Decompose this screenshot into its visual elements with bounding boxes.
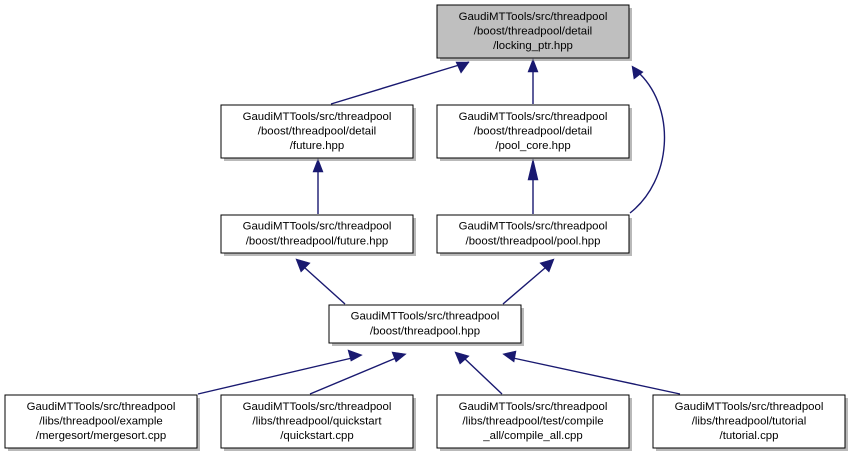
node-label-line: /tutorial.cpp — [720, 430, 779, 442]
edge-future-to-detail_future — [312, 158, 324, 214]
node-label-line: /libs/threadpool/quickstart — [252, 416, 382, 428]
node-label-line: _all/compile_all.cpp — [482, 430, 582, 442]
edge-detail_future-to-locking_ptr — [330, 61, 470, 105]
node-label-line: /quickstart.cpp — [280, 430, 353, 442]
edge-line — [309, 357, 397, 395]
edge-tutorial-to-threadpool — [502, 350, 681, 395]
arrowhead-icon — [631, 65, 644, 80]
node-label-line: GaudiMTTools/src/threadpool — [459, 11, 608, 23]
node-label-line: GaudiMTTools/src/threadpool — [243, 221, 392, 233]
node-box[interactable] — [4, 394, 198, 449]
arrowhead-icon — [391, 351, 407, 363]
arrowhead-icon — [455, 61, 470, 74]
node-label-line: GaudiMTTools/src/threadpool — [459, 221, 608, 233]
edge-line — [502, 267, 546, 305]
node-detail_future[interactable]: GaudiMTTools/src/threadpool/boost/thread… — [220, 104, 416, 161]
edge-line — [512, 357, 681, 395]
edge-pool_core-to-locking_ptr — [527, 58, 539, 104]
edge-line — [197, 357, 353, 395]
node-label-line: GaudiMTTools/src/threadpool — [351, 311, 500, 323]
node-compile_all[interactable]: GaudiMTTools/src/threadpool/libs/threadp… — [436, 394, 632, 451]
node-future[interactable]: GaudiMTTools/src/threadpool/boost/thread… — [220, 214, 416, 256]
node-label-line: /boost/threadpool/future.hpp — [246, 235, 389, 247]
node-label-line: GaudiMTTools/src/threadpool — [459, 111, 608, 123]
node-label-line: /pool_core.hpp — [495, 140, 570, 152]
node-box[interactable] — [220, 104, 414, 159]
node-label-line: /boost/threadpool/detail — [474, 26, 592, 38]
node-label-line: /boost/threadpool/detail — [258, 126, 376, 138]
node-label-line: /boost/threadpool/pool.hpp — [466, 235, 601, 247]
node-label-line: /locking_ptr.hpp — [493, 40, 573, 52]
node-box[interactable] — [328, 304, 522, 344]
node-pool[interactable]: GaudiMTTools/src/threadpool/boost/thread… — [436, 214, 632, 256]
node-box[interactable] — [220, 394, 414, 449]
node-quickstart[interactable]: GaudiMTTools/src/threadpool/libs/threadp… — [220, 394, 416, 451]
edge-mergesort-to-threadpool — [197, 349, 363, 395]
node-threadpool[interactable]: GaudiMTTools/src/threadpool/boost/thread… — [328, 304, 524, 346]
arrowhead-icon — [527, 58, 539, 73]
arrowhead-icon — [347, 349, 363, 362]
node-label-line: GaudiMTTools/src/threadpool — [675, 401, 824, 413]
edge-quickstart-to-threadpool — [309, 351, 407, 395]
node-label-line: GaudiMTTools/src/threadpool — [27, 401, 176, 413]
node-box[interactable] — [652, 394, 846, 449]
edge-line — [304, 267, 346, 305]
node-label-line: /boost/threadpool.hpp — [370, 325, 480, 337]
node-pool_core[interactable]: GaudiMTTools/src/threadpool/boost/thread… — [436, 104, 632, 161]
edge-threadpool-to-pool — [502, 258, 555, 305]
edge-line — [330, 61, 470, 105]
node-box[interactable] — [436, 4, 630, 59]
arrowhead-icon — [312, 158, 324, 173]
arrowhead-icon — [539, 258, 555, 273]
node-label-line: GaudiMTTools/src/threadpool — [243, 111, 392, 123]
node-label-line: /future.hpp — [290, 140, 344, 152]
node-label-line: /libs/threadpool/tutorial — [692, 416, 807, 428]
node-box[interactable] — [436, 214, 630, 254]
node-tutorial[interactable]: GaudiMTTools/src/threadpool/libs/threadp… — [652, 394, 848, 451]
node-label-line: /libs/threadpool/test/compile — [462, 416, 603, 428]
node-box[interactable] — [220, 214, 414, 254]
node-label-line: GaudiMTTools/src/threadpool — [243, 401, 392, 413]
arrowhead-icon — [502, 350, 517, 363]
node-label-line: /libs/threadpool/example — [39, 416, 162, 428]
node-label-line: /mergesort/mergesort.cpp — [36, 430, 166, 442]
node-mergesort[interactable]: GaudiMTTools/src/threadpool/libs/threadp… — [4, 394, 200, 451]
edges-layer — [197, 58, 681, 395]
edge-line — [463, 357, 503, 395]
arrowhead-icon — [527, 158, 539, 181]
node-label-line: /boost/threadpool/detail — [474, 126, 592, 138]
arrowhead-icon — [454, 351, 470, 365]
node-locking_ptr[interactable]: GaudiMTTools/src/threadpool/boost/thread… — [436, 4, 632, 61]
node-box[interactable] — [436, 104, 630, 159]
node-label-line: GaudiMTTools/src/threadpool — [459, 401, 608, 413]
edge-threadpool-to-future — [295, 258, 346, 305]
edge-pool-to-locking_ptr — [629, 65, 666, 214]
nodes-layer: GaudiMTTools/src/threadpool/boost/thread… — [4, 4, 848, 451]
node-box[interactable] — [436, 394, 630, 449]
edge-line — [629, 73, 666, 214]
arrowhead-icon — [295, 258, 311, 273]
edge-pool_core-to-pool — [527, 158, 539, 214]
edge-compile_all-to-threadpool — [454, 351, 503, 395]
